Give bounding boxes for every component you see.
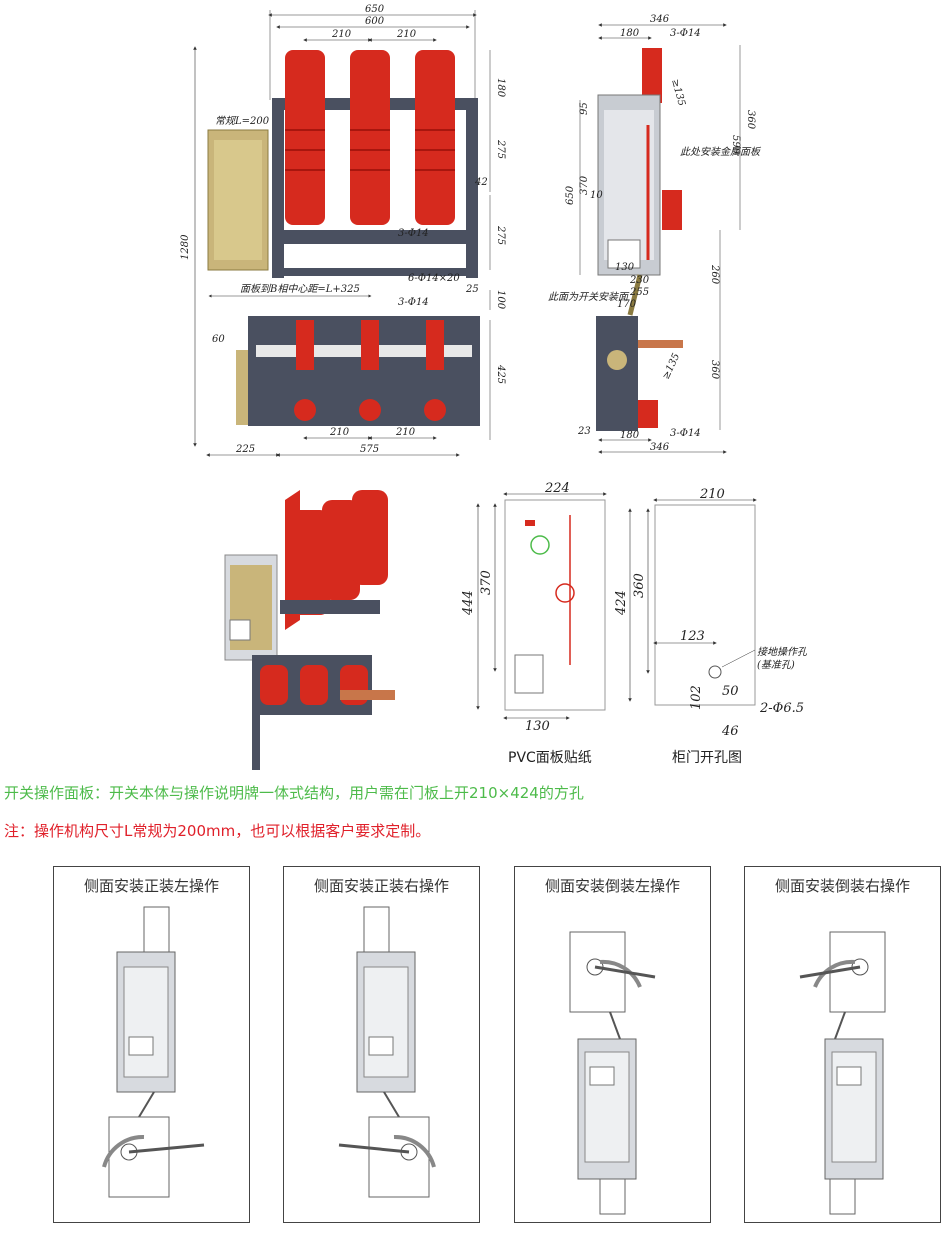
install-panel-3-drawing [569,931,656,1215]
install-panel-1: 侧面安装正装左操作 [53,866,250,1223]
dim-210-d: 210 [395,427,416,438]
side-dim-23: 23 [577,426,591,437]
dim-180: 180 [495,78,506,98]
side-dim-130: 130 [615,262,635,273]
install-panel-1-drawing [102,906,205,1198]
label-phase-distance: 面板到B相中心距=L+325 [240,283,360,295]
door-dim-210: 210 [699,487,725,502]
pvc-dim-370: 370 [479,570,494,595]
door-dim-102: 102 [689,685,704,710]
door-dim-46: 46 [721,724,739,739]
door-label-ref: (基准孔) [757,659,795,671]
pvc-caption: PVC面板贴纸 [508,750,592,766]
dim-275-b: 275 [495,225,506,245]
dim-60: 60 [212,334,225,345]
dim-425: 425 [495,364,506,384]
dim-600: 600 [365,16,385,27]
front-view: 650 600 210 210 1280 常规L=200 [180,4,506,457]
door-hole-6.5: 2-Φ6.5 [759,701,804,716]
pvc-dim-444: 444 [461,590,476,616]
pvc-sticker-drawing: 224 444 370 130 PVC面板贴纸 [461,481,607,766]
install-panel-2: 侧面安装正装右操作 [283,866,480,1223]
dim-25: 25 [465,284,479,295]
side-dim-590: 590 [730,135,741,155]
note-dimension-L: 注：操作机构尺寸L常规为200mm，也可以根据客户要求定制。 [4,822,431,840]
door-dim-424: 424 [614,590,629,616]
dim-210-b: 210 [396,29,417,40]
side-dim-260: 260 [709,264,720,285]
side-dim-346-bottom: 346 [650,442,670,453]
dim-42: 42 [474,177,488,188]
side-dim-170: 170 [617,299,637,310]
door-dim-123: 123 [680,629,705,644]
dim-275-a: 275 [495,139,506,159]
side-dim-255: 255 [629,287,649,298]
side-dim-95: 95 [579,102,590,115]
label-standard-L: 常规L=200 [215,115,270,127]
side-lower-frame [596,316,638,431]
door-label-ground: 接地操作孔 [757,646,808,658]
side-dim-370: 370 [579,175,590,195]
install-panel-2-title: 侧面安装正装右操作 [313,877,449,895]
side-dim-360-b: 360 [709,360,720,380]
install-panel-1-title: 侧面安装正装左操作 [83,877,219,895]
side-dim-346-top: 346 [650,14,670,25]
side-dim-135-b: ≥135 [661,352,683,382]
pvc-dim-130: 130 [525,719,550,734]
dim-225: 225 [235,444,255,455]
install-panel-2-drawing [338,906,436,1198]
dim-100: 100 [495,290,506,310]
side-label-hole-bottom: 3-Φ14 [670,428,701,439]
side-dim-180-bottom: 180 [620,430,640,441]
dim-575: 575 [360,444,379,455]
install-panel-3-title: 侧面安装倒装左操作 [544,877,680,895]
technical-drawing: 650 600 210 210 1280 常规L=200 [180,4,808,770]
iso-view [224,490,395,770]
side-label-hole-top: 3-Φ14 [670,28,701,39]
dim-210-c: 210 [329,427,350,438]
side-view: 346 180 3-Φ14 360 590 260 360 95 370 650… [548,14,762,454]
side-label-switch: 此面为开关安装面 [548,291,630,303]
door-dim-360: 360 [632,573,647,598]
dim-210-a: 210 [331,29,352,40]
install-panel-4-drawing [799,931,886,1215]
note-panel-description: 开关操作面板：开关本体与操作说明牌一体式结构，用户需在门板上开210×424的方… [4,784,584,802]
install-panel-4-title: 侧面安装倒装右操作 [774,877,910,895]
label-hole-3: 3-Φ14 [398,297,429,308]
label-hole-2: 6-Φ14×20 [408,273,460,284]
door-dim-50: 50 [722,684,739,699]
install-panel-3: 侧面安装倒装左操作 [514,866,711,1223]
side-label-panel: 此处安装金属面板 [680,146,762,158]
door-caption: 柜门开孔图 [672,750,742,766]
label-hole-1: 3-Φ14 [398,228,429,239]
side-dim-10: 10 [590,190,603,201]
dim-650: 650 [365,4,385,15]
side-dim-180-top: 180 [620,28,640,39]
side-dim-360-a: 360 [745,110,756,130]
side-dim-230: 230 [629,275,650,286]
door-cutout-drawing: 210 424 360 123 102 50 46 2-Φ6.5 接地操作孔 (… [614,487,808,766]
side-dim-650: 650 [565,185,576,205]
pvc-dim-224: 224 [544,481,570,496]
dim-1280: 1280 [180,234,191,260]
install-panel-4: 侧面安装倒装右操作 [744,866,941,1223]
side-dim-135-a: ≥135 [669,78,687,107]
